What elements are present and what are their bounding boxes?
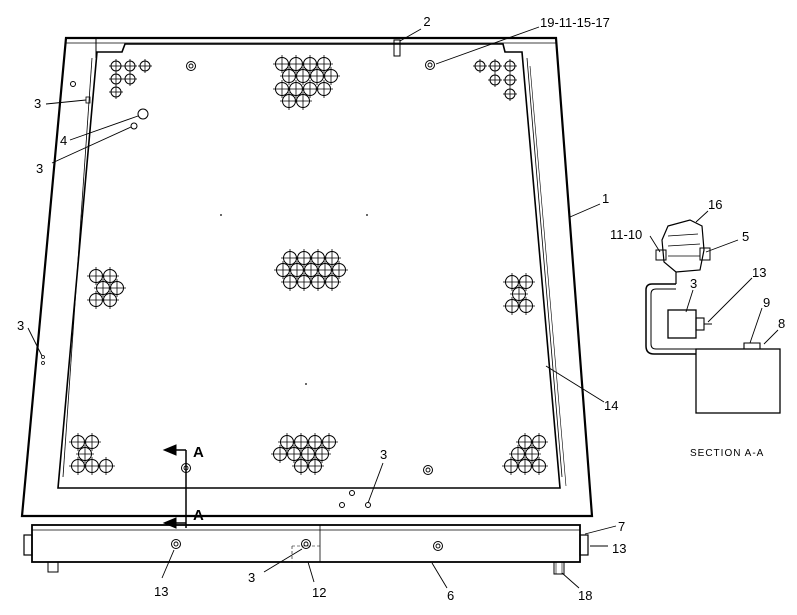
callout-2: 2 <box>423 14 430 29</box>
callout-1: 1 <box>602 191 609 206</box>
section-callout-11-10: 11-10 <box>610 227 642 242</box>
section-caption: SECTION A-A <box>690 448 764 459</box>
outer-frame <box>20 36 594 518</box>
callout-14: 14 <box>604 398 618 413</box>
callout-19-11-15-17: 19-11-15-17 <box>540 15 610 30</box>
section-detail <box>645 219 781 414</box>
callout-18: 18 <box>578 588 592 603</box>
section-cut-marks <box>162 444 187 529</box>
section-callout-13: 13 <box>752 265 766 280</box>
gasket-line <box>529 65 567 487</box>
section-callout-3: 3 <box>690 276 697 291</box>
callout-13-right: 13 <box>612 541 626 556</box>
callout-3-center: 3 <box>380 447 387 462</box>
callout-13-bottom: 13 <box>154 584 168 599</box>
section-mark-lower: A <box>193 507 204 524</box>
callout-3-bottom: 3 <box>248 570 255 585</box>
callout-4: 4 <box>60 133 67 148</box>
section-callout-8: 8 <box>778 316 785 331</box>
callout-7: 7 <box>618 519 625 534</box>
section-callout-9: 9 <box>763 295 770 310</box>
callout-12: 12 <box>312 585 326 600</box>
section-callout-5: 5 <box>742 229 749 244</box>
callout-3-upper: 3 <box>34 96 41 111</box>
callout-3-lower: 3 <box>36 161 43 176</box>
leader-lines <box>27 26 779 589</box>
main-panel <box>20 36 594 518</box>
section-mark-upper: A <box>193 444 204 461</box>
bottom-rail <box>23 524 589 575</box>
section-callout-16: 16 <box>708 197 722 212</box>
callouts: 2 19-11-15-17 3 4 3 1 3 14 3 7 13 13 3 1… <box>17 14 785 603</box>
callout-6: 6 <box>447 588 454 603</box>
callout-3-left: 3 <box>17 318 24 333</box>
inner-frame <box>57 43 561 489</box>
